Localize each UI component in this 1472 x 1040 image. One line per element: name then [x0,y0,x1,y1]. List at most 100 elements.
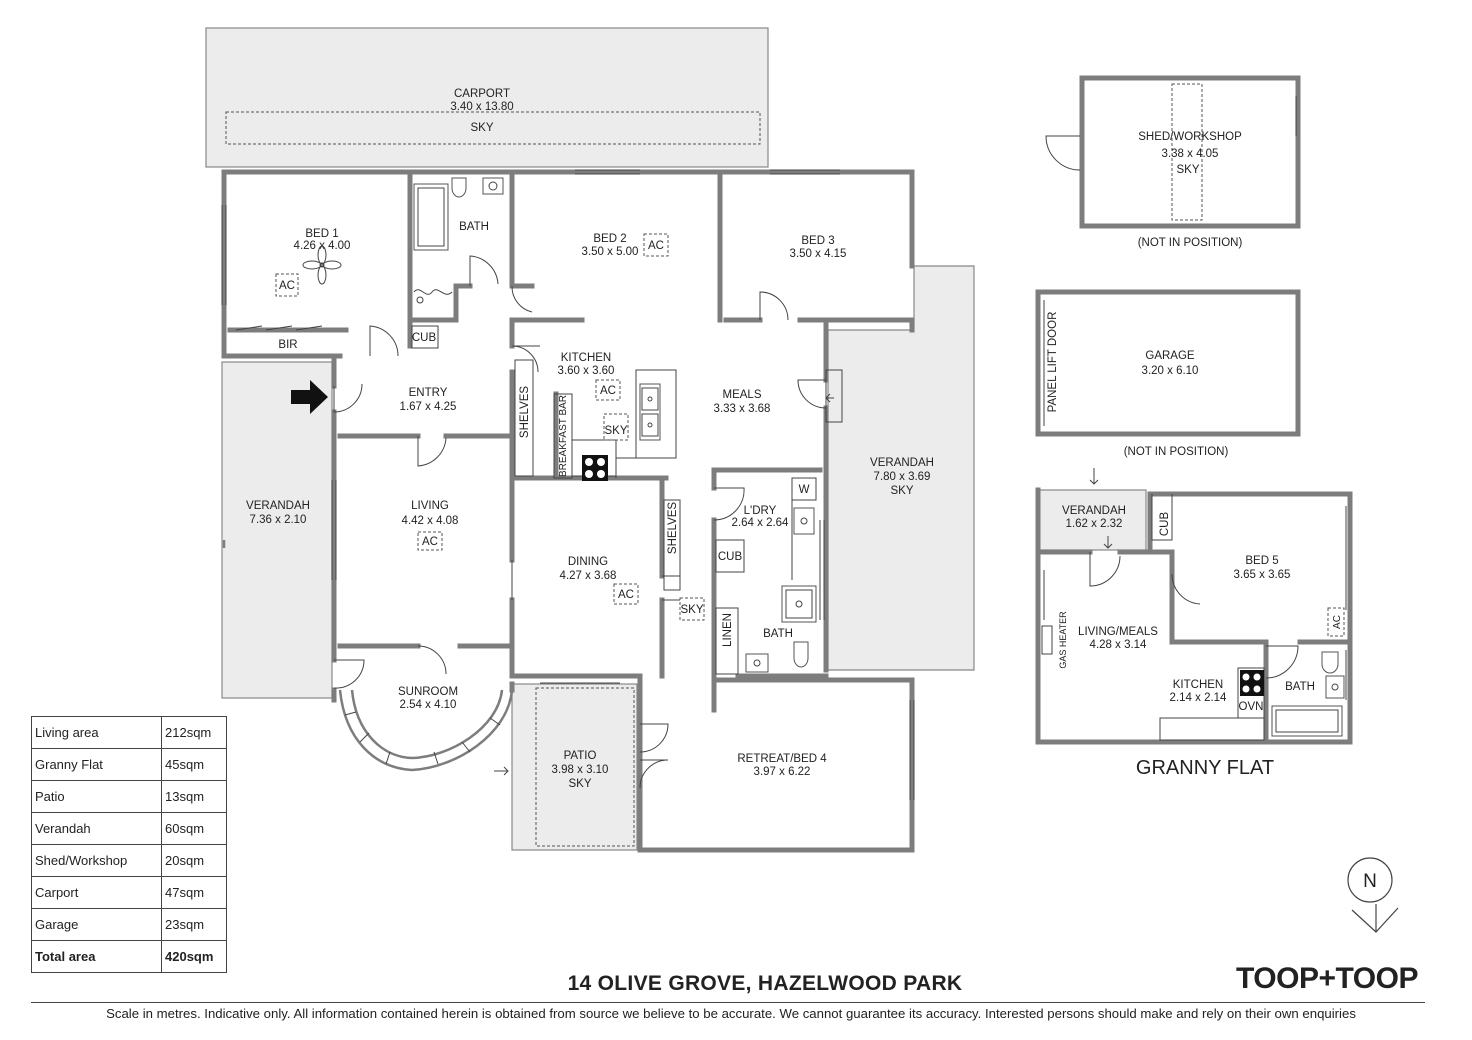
granny-gas-heater: GAS HEATER [1058,611,1068,669]
patio: PATIO 3.98 x 3.10 SKY [494,683,638,851]
shed-dims: 3.38 x 4.05 [1162,148,1219,160]
verandah-east: VERANDAH 7.80 x 3.69 SKY [827,265,975,671]
dining-dims: 4.27 x 3.68 [560,570,617,582]
area-value: 212sqm [161,716,227,749]
laundry: L'DRY 2.64 x 2.64 W CUB LINEN [715,477,817,675]
living-dims: 4.42 x 4.08 [402,515,459,527]
area-value: 23sqm [161,908,227,941]
entry-name: ENTRY [409,387,448,399]
retreat-dims: 3.97 x 6.22 [754,766,811,778]
verandah-east-sky: SKY [890,485,913,497]
laundry-dims: 2.64 x 2.64 [732,517,790,529]
cooktop-icon [582,455,608,481]
shed-note: (NOT IN POSITION) [1138,237,1243,249]
bed1-name: BED 1 [305,228,338,240]
granny-kitchen-name: KITCHEN [1173,679,1223,691]
bed1: BED 1 4.26 x 4.00 AC BIR [235,228,350,351]
compass-icon: N [1347,857,1399,933]
carport-name: CARPORT [454,88,510,100]
area-label: Verandah [31,812,162,845]
granny-flat: CUB VERANDAH 1.62 x 2.32 BED 5 3.65 x 3.… [1035,468,1353,779]
patio-dims: 3.98 x 3.10 [552,764,609,776]
sunroom-dims: 2.54 x 4.10 [400,699,457,711]
bath-main-name: BATH [459,221,489,233]
kitchen-shelves: SHELVES [519,386,531,439]
bed3: BED 3 3.50 x 4.15 [790,235,847,260]
granny-living-dims: 4.28 x 3.14 [1090,639,1148,651]
granny-flat-title: GRANNY FLAT [1136,757,1274,779]
kitchen: SHELVES BREAKFAST BAR KITCHEN 3.60 x 3.6… [514,352,677,481]
area-label: Living area [31,716,162,749]
living-ac: AC [422,536,438,548]
agency-logo: TOOP+TOOP [1236,962,1418,995]
dining: DINING 4.27 x 3.68 AC SKY SHELVES [560,499,705,621]
bed1-ac: AC [279,280,295,292]
granny-kitchen-dims: 2.14 x 2.14 [1170,692,1228,704]
living-name: LIVING [411,500,449,512]
area-label: Total area [31,940,162,973]
retreat-name: RETREAT/BED 4 [737,753,827,765]
bath-main: BATH CUB [411,177,504,349]
bed5-ac: AC [1332,615,1343,629]
area-value: 47sqm [161,876,227,909]
house-walls [221,169,915,853]
property-address: 14 OLIVE GROVE, HAZELWOOD PARK [567,972,963,995]
garage-dims: 3.20 x 6.10 [1142,365,1199,377]
verandah-east-name: VERANDAH [870,457,934,469]
kitchen-breakfast-bar: BREAKFAST BAR [558,395,569,477]
patio-name: PATIO [564,750,597,762]
kitchen-name: KITCHEN [561,352,611,364]
garage: PANEL LIFT DOOR GARAGE 3.20 x 6.10 (NOT … [1035,289,1301,458]
laundry-linen: LINEN [722,613,734,647]
sunroom-name: SUNROOM [398,686,458,698]
doors [333,255,827,789]
granny-cooktop-icon [1240,670,1264,696]
granny-living-name: LIVING/MEALS [1078,626,1158,638]
meals-dims: 3.33 x 3.68 [714,403,771,415]
living: LIVING 4.42 x 4.08 AC [402,500,459,551]
meals: MEALS 3.33 x 3.68 [714,369,843,423]
dining-ac: AC [618,589,634,601]
bath-main-cub: CUB [412,332,437,344]
bed5-name: BED 5 [1245,555,1278,567]
area-label: Granny Flat [31,748,162,781]
shed-workshop: SHED/WORKSHOP 3.38 x 4.05 SKY (NOT IN PO… [1045,75,1301,249]
area-value: 13sqm [161,780,227,813]
compass-label: N [1363,871,1377,892]
kitchen-ac: AC [600,385,616,397]
meals-name: MEALS [723,389,762,401]
garage-door: PANEL LIFT DOOR [1047,312,1059,413]
verandah-west-dims: 7.36 x 2.10 [250,514,307,526]
area-label: Garage [31,908,162,941]
bed5-dims: 3.65 x 3.65 [1234,569,1291,581]
area-label: Patio [31,780,162,813]
bed3-name: BED 3 [801,235,834,247]
verandah-west-name: VERANDAH [246,500,310,512]
area-value: 60sqm [161,812,227,845]
dining-sky: SKY [680,604,703,616]
area-value: 45sqm [161,748,227,781]
granny-cub: CUB [1159,512,1171,537]
bed2-ac: AC [648,240,664,252]
granny-ovn: OVN [1239,701,1264,713]
area-label: Shed/Workshop [31,844,162,877]
bed2-dims: 3.50 x 5.00 [582,246,639,258]
garage-name: GARAGE [1145,350,1195,362]
bath-2-name: BATH [763,628,793,640]
kitchen-dims: 3.60 x 3.60 [558,365,615,377]
bed3-dims: 3.50 x 4.15 [790,248,847,260]
sunroom: SUNROOM 2.54 x 4.10 [398,686,458,711]
bath-2: BATH [745,585,817,673]
footer-divider [31,1002,1425,1003]
retreat: RETREAT/BED 4 3.97 x 6.22 [737,753,827,778]
windows [221,169,915,800]
sunroom-bay-mullions [344,711,501,765]
bed2: BED 2 3.50 x 5.00 AC [582,233,669,258]
